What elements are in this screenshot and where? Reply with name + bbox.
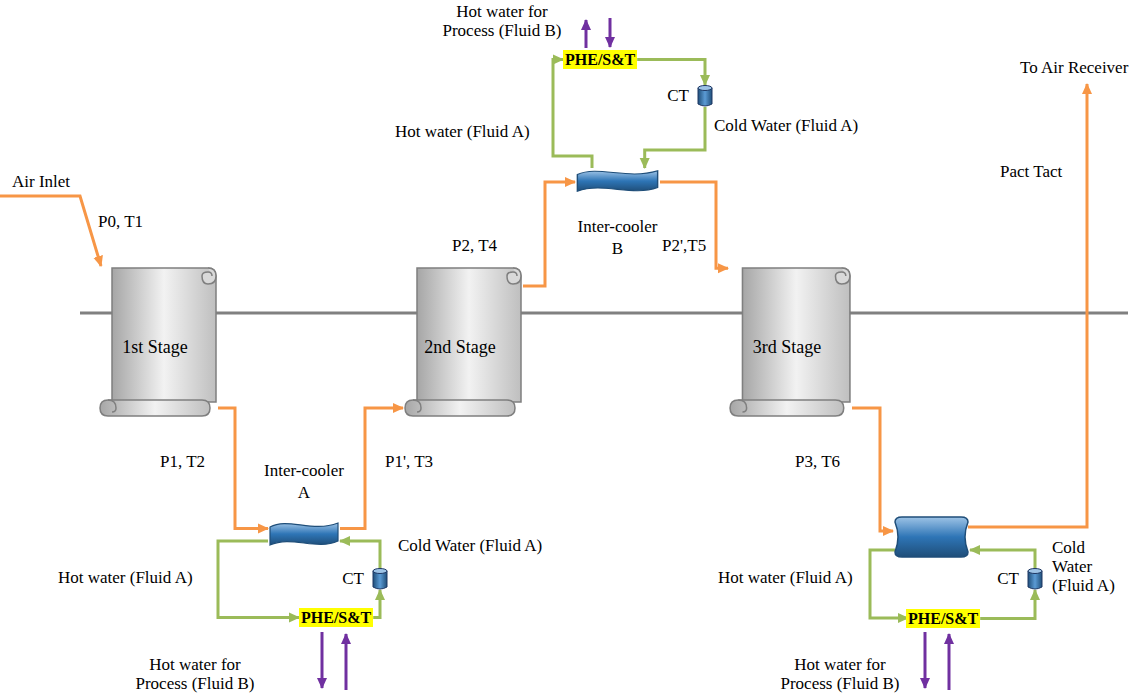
annotation-label: Cold Water (Fluid A) [398, 536, 542, 555]
process-water-arrow [321, 632, 324, 688]
air-pipe [660, 182, 728, 268]
tower-label: CT [667, 86, 689, 106]
drive-shaft [80, 312, 1128, 315]
annotation-label: Hot water (Fluid A) [395, 122, 530, 141]
annotation-label: Pact Tact [1000, 162, 1062, 181]
cooling-tower-symbol [697, 85, 713, 107]
exchanger-label: PHE/S&T [301, 609, 371, 626]
water-pipe [373, 590, 380, 618]
cooling-tower: CT [1027, 568, 1043, 590]
compressor-stage: 2nd Stage [403, 262, 523, 418]
air-pipe [852, 408, 893, 531]
heat-exchanger-box: PHE/S&T [563, 50, 637, 69]
compressor-stage: 3rd Stage [728, 262, 852, 418]
air-pipe [968, 84, 1087, 527]
stage-label: 2nd Stage [424, 337, 496, 358]
annotation-label: To Air Receiver [1020, 58, 1128, 77]
annotation-label: P1, T2 [160, 452, 205, 471]
exchanger-label: PHE/S&T [908, 610, 978, 627]
annotation-label: P1', T3 [385, 452, 433, 471]
air-pipe [523, 182, 575, 286]
process-water-arrow [585, 20, 588, 48]
water-pipe [970, 550, 1035, 568]
annotation-label: P0, T1 [98, 212, 143, 231]
heat-exchanger-box: PHE/S&T [299, 608, 373, 627]
intercooler: Inter-cooler A [268, 520, 340, 548]
water-pipe [340, 541, 380, 568]
water-pipe [553, 60, 592, 169]
tower-label: CT [342, 569, 364, 589]
annotation-label: Hot water (Fluid A) [58, 568, 193, 587]
stage-label: 3rd Stage [753, 337, 821, 358]
heat-exchanger-box: PHE/S&T [906, 609, 980, 628]
exchanger-label: PHE/S&T [565, 51, 635, 68]
annotation-label: Hot water for Process (Fluid B) [125, 655, 265, 693]
water-pipe [870, 550, 908, 618]
intercooler-label: Inter-cooler B [573, 216, 663, 260]
annotation-label: Air Inlet [12, 172, 70, 191]
after-cooler [895, 517, 968, 557]
intercooler: Inter-cooler B [575, 168, 660, 194]
air-pipe [218, 408, 268, 528]
process-water-arrow [345, 634, 348, 690]
water-pipe [645, 107, 705, 168]
process-water-arrow [948, 634, 951, 690]
annotation-label: P2, T4 [452, 236, 497, 255]
compressor-stage: 1st Stage [98, 262, 218, 418]
annotation-label: Hot water (Fluid A) [718, 568, 853, 587]
cooling-tower-symbol [1027, 568, 1043, 590]
intercooler-shape [268, 520, 340, 548]
intercooler-shape [575, 168, 660, 194]
cooling-tower: CT [372, 568, 388, 590]
water-pipe [980, 590, 1035, 619]
annotation-label: Cold Water (Fluid A) [1052, 538, 1124, 595]
intercooler-label: Inter-cooler A [259, 460, 349, 504]
process-water-arrow [924, 632, 927, 688]
annotation-label: Hot water for Process (Fluid B) [432, 2, 572, 40]
annotation-label: Hot water for Process (Fluid B) [770, 655, 910, 693]
tower-label: CT [997, 569, 1019, 589]
water-pipe [637, 60, 705, 86]
water-pipe [218, 541, 299, 618]
process-water-arrow [609, 18, 612, 47]
annotation-label: P3, T6 [795, 452, 840, 471]
stage-label: 1st Stage [122, 337, 188, 358]
annotation-label: P2',T5 [662, 236, 706, 255]
air-pipe [0, 196, 101, 266]
annotation-label: Cold Water (Fluid A) [714, 116, 858, 135]
cooling-tower-symbol [372, 568, 388, 590]
cooling-tower: CT [697, 85, 713, 107]
